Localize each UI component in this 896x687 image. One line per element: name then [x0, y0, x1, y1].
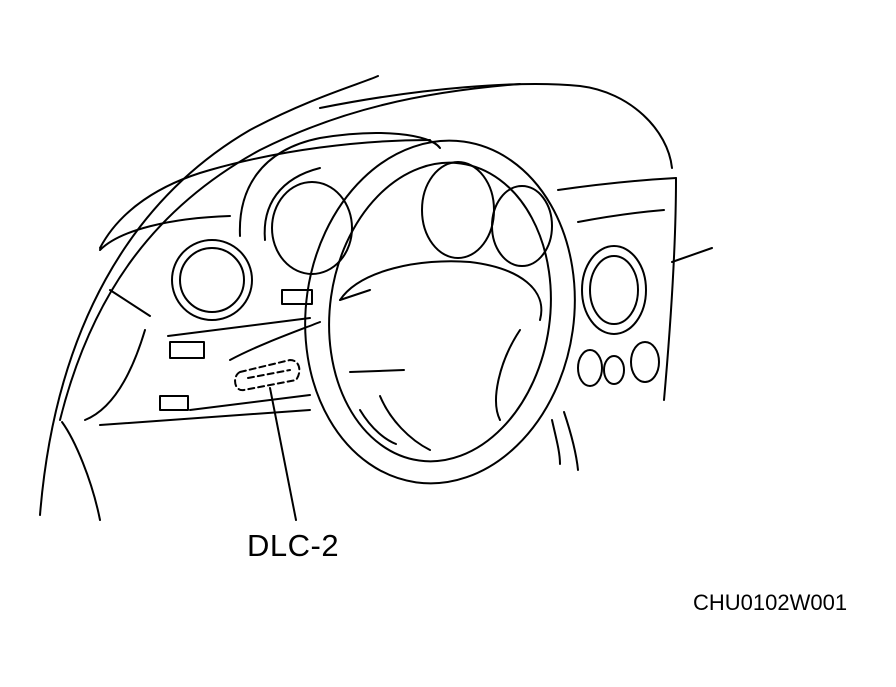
left-vent-inner — [179, 247, 245, 313]
instrument-hood-inner — [263, 167, 321, 241]
right-vent-inner — [589, 255, 639, 325]
lower-dash-line — [99, 409, 311, 426]
spoke-left-upper — [339, 289, 371, 301]
knob-1 — [577, 349, 603, 387]
hub-lower — [495, 329, 521, 421]
door-edge — [61, 421, 101, 521]
column-cover — [167, 317, 311, 337]
spoke-bottom — [379, 395, 431, 451]
roof-line — [319, 83, 673, 169]
lower-dash-line-2 — [189, 394, 311, 411]
dash-top-left — [99, 139, 431, 249]
switch-left — [169, 341, 205, 359]
gauge-left — [271, 181, 353, 275]
figure-code: CHU0102W001 — [693, 590, 848, 615]
gauge-center — [421, 161, 495, 259]
steering-wheel-inner — [328, 161, 552, 463]
dlc-2-label: DLC-2 — [247, 528, 340, 563]
dash-top-right — [557, 177, 677, 191]
switch-left-2 — [159, 395, 189, 411]
dlc-connector-inner — [247, 369, 291, 379]
windshield-inner-arc — [59, 83, 521, 421]
right-side-panel — [663, 177, 677, 401]
steering-hub — [339, 260, 543, 321]
windshield-outer-arc — [39, 75, 379, 516]
lower-knee-panel — [229, 321, 321, 361]
left-door-line — [84, 329, 146, 421]
steering-column — [563, 411, 579, 471]
hub-shadow — [359, 409, 397, 445]
right-vent — [581, 245, 647, 335]
left-vent-outer — [171, 239, 253, 321]
upper-trim-right — [577, 209, 665, 223]
steering-wheel-outer — [304, 139, 576, 485]
knob-3 — [630, 341, 660, 383]
dlc-leader-line — [269, 387, 297, 521]
right-trim-line — [671, 247, 713, 263]
knob-2 — [603, 355, 625, 385]
instrument-hood — [238, 132, 441, 237]
spoke-left-lower — [349, 369, 405, 373]
left-side-panel — [99, 215, 231, 251]
steering-column-2 — [551, 419, 561, 465]
dlc-connector-outline — [234, 359, 301, 392]
gauge-right — [491, 185, 553, 267]
stalk — [281, 289, 313, 305]
panel-line-1 — [109, 289, 151, 317]
